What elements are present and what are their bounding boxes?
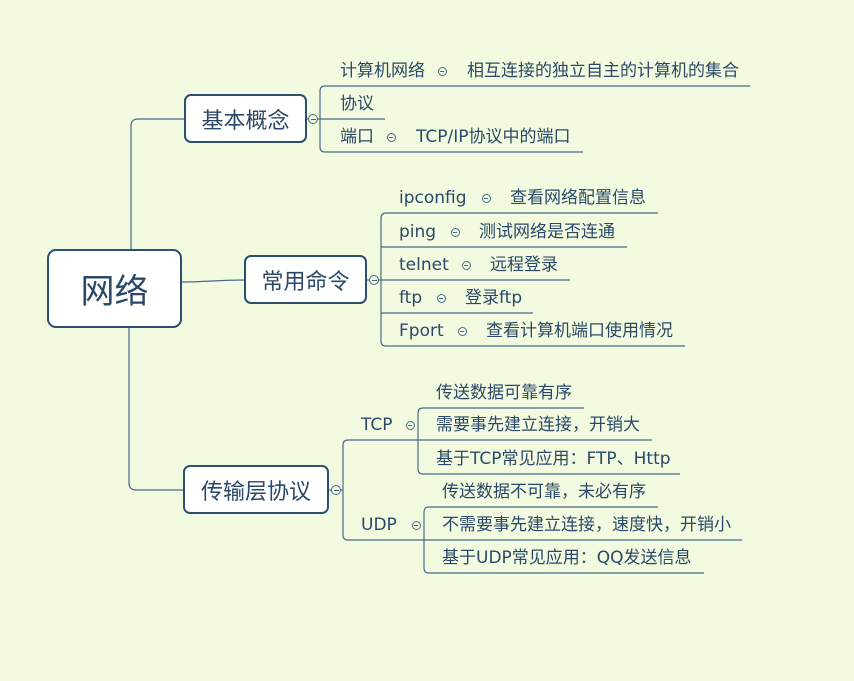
subtopic-fport[interactable]: Fport	[399, 321, 444, 341]
collapse-icon[interactable]	[461, 260, 471, 270]
connector-ipconfig	[380, 212, 658, 280]
collapse-icon[interactable]	[436, 293, 446, 303]
subtopic-tcp-reliable[interactable]: 传送数据可靠有序	[436, 383, 572, 403]
subtopic-telnet[interactable]: telnet	[399, 255, 449, 275]
connector-fport	[380, 280, 685, 347]
connector-udp	[342, 490, 424, 541]
subtopic-ipconfig-description[interactable]: 查看网络配置信息	[510, 188, 646, 208]
collapse-icon[interactable]	[405, 420, 415, 430]
subtopic-ipconfig[interactable]: ipconfig	[399, 188, 467, 208]
connector-root-to-basic-concepts	[130, 118, 184, 249]
subtopic-tcp[interactable]: TCP	[361, 415, 393, 435]
main-topic-common-commands[interactable]: 常用命令	[244, 255, 367, 304]
connector-udp-child-3	[423, 540, 704, 574]
main-topic-label: 传输层协议	[200, 479, 311, 505]
connector-udp-child-1	[423, 506, 658, 540]
subtopic-udp[interactable]: UDP	[361, 515, 397, 535]
subtopic-udp-unreliable[interactable]: 传送数据不可靠，未必有序	[442, 482, 646, 502]
central-topic-label: 网络	[80, 272, 149, 312]
subtopic-computer-network[interactable]: 计算机网络	[340, 61, 425, 81]
collapse-icon[interactable]	[308, 114, 318, 124]
subtopic-udp-connectionless[interactable]: 不需要事先建立连接，速度快，开销小	[442, 515, 731, 535]
subtopic-protocol[interactable]: 协议	[340, 94, 374, 114]
central-topic[interactable]: 网络	[47, 249, 182, 328]
collapse-icon[interactable]	[369, 275, 379, 285]
collapse-icon[interactable]	[386, 132, 396, 142]
collapse-icon[interactable]	[457, 326, 467, 336]
subtopic-ftp-description[interactable]: 登录ftp	[465, 288, 523, 308]
connector-root-to-common-commands	[181, 279, 245, 283]
subtopic-port[interactable]: 端口	[340, 127, 374, 147]
collapse-icon[interactable]	[411, 520, 421, 530]
collapse-icon[interactable]	[481, 193, 491, 203]
connector-port	[319, 119, 583, 153]
main-topic-basic-concepts[interactable]: 基本概念	[184, 94, 307, 143]
subtopic-udp-applications[interactable]: 基于UDP常见应用：QQ发送信息	[442, 548, 692, 568]
main-topic-transport-protocols[interactable]: 传输层协议	[183, 465, 329, 514]
connector-tcp-child-1	[417, 407, 584, 440]
collapse-icon[interactable]	[450, 227, 460, 237]
subtopic-ftp[interactable]: ftp	[399, 288, 423, 308]
main-topic-label: 常用命令	[261, 269, 350, 295]
subtopic-tcp-connection[interactable]: 需要事先建立连接，开销大	[436, 415, 640, 435]
subtopic-port-definition[interactable]: TCP/IP协议中的端口	[416, 127, 571, 147]
subtopic-fport-description[interactable]: 查看计算机端口使用情况	[486, 321, 673, 341]
main-topic-label: 基本概念	[201, 108, 290, 134]
connector-tcp	[342, 439, 418, 490]
subtopic-tcp-applications[interactable]: 基于TCP常见应用：FTP、Http	[436, 449, 671, 469]
connector-computer-network	[319, 85, 750, 119]
connector-tcp-child-3	[417, 440, 680, 475]
subtopic-computer-network-definition[interactable]: 相互连接的独立自主的计算机的集合	[467, 61, 739, 81]
collapse-icon[interactable]	[437, 66, 447, 76]
subtopic-telnet-description[interactable]: 远程登录	[490, 255, 558, 275]
connector-root-to-transport-protocols	[128, 328, 183, 491]
subtopic-ping[interactable]: ping	[399, 222, 437, 242]
collapse-icon[interactable]	[331, 485, 341, 495]
subtopic-ping-description[interactable]: 测试网络是否连通	[479, 222, 615, 242]
